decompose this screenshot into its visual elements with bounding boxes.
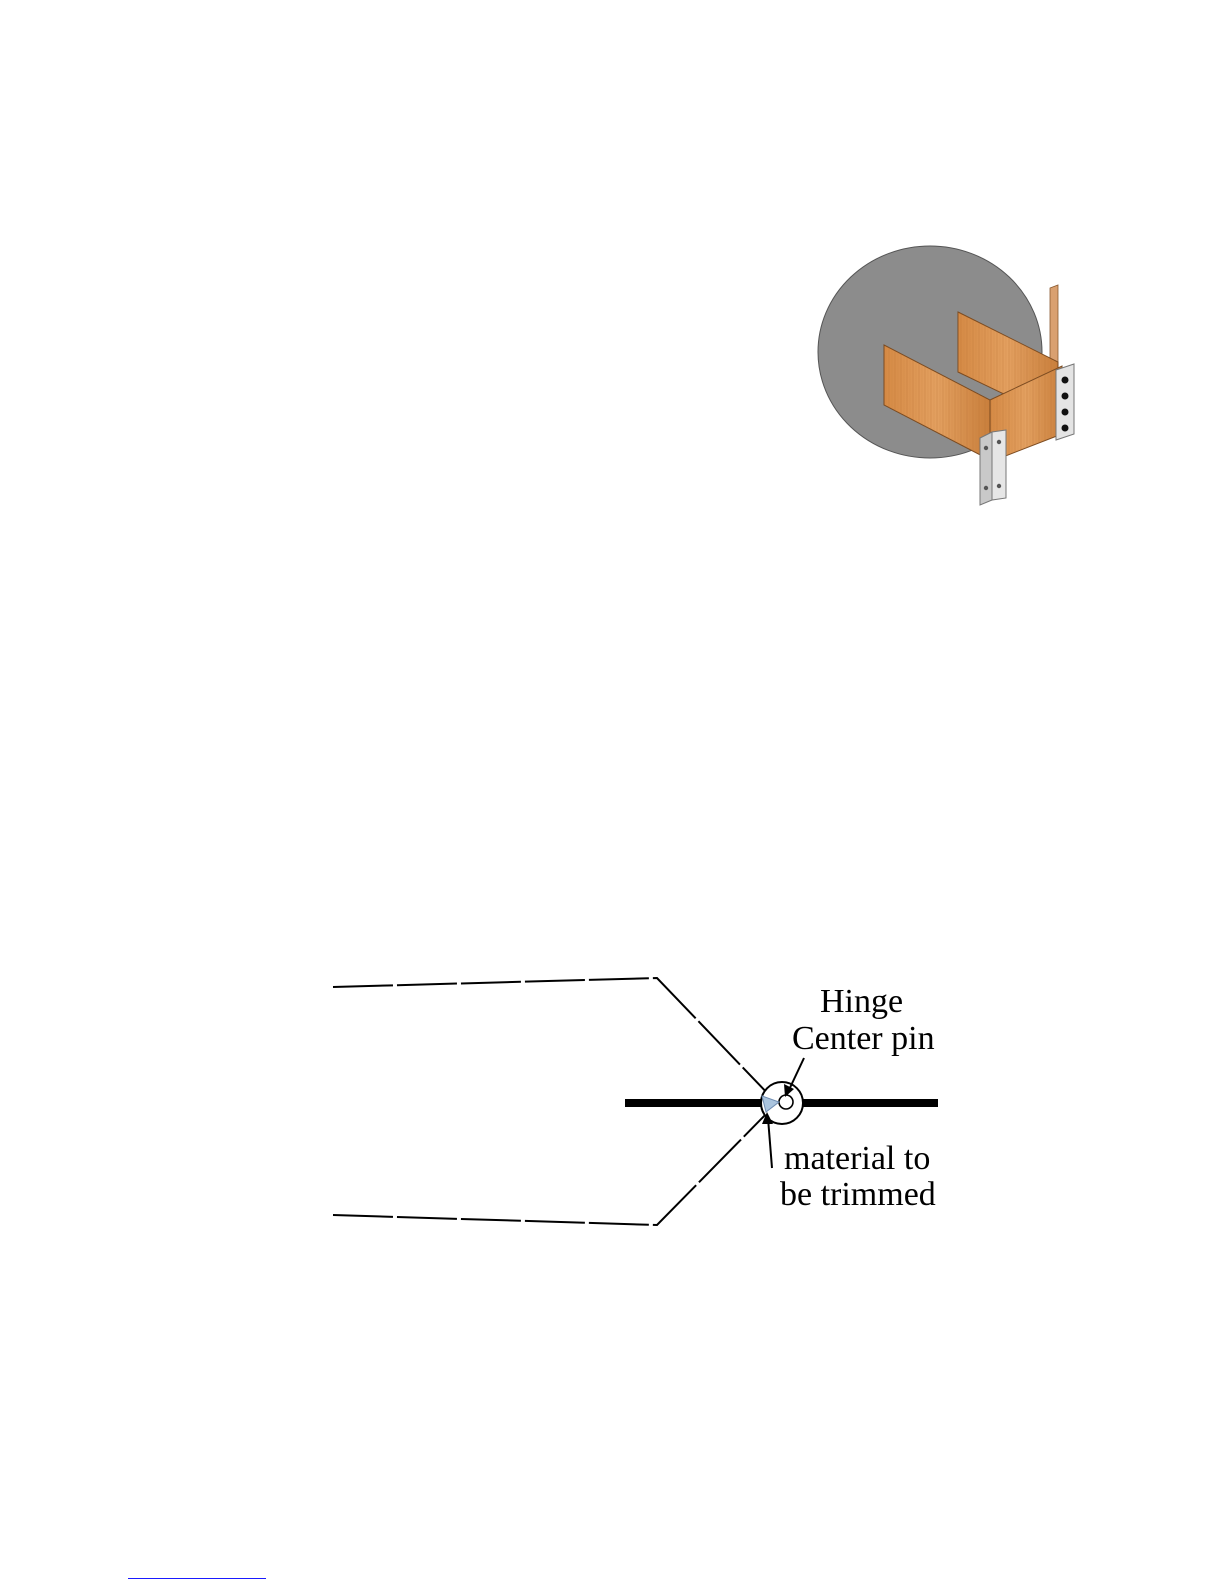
trimmed-label: be trimmed [780,1178,936,1212]
upper-leaf-line [333,978,772,1098]
material-label: material to [784,1142,930,1176]
center-pin-label: Center pin [792,1022,935,1056]
trim-arrow-line [768,1118,772,1168]
center-pin [779,1095,793,1109]
hinge-label: Hinge [820,985,903,1019]
lower-leaf-line [333,1110,770,1225]
footnote-rule [128,1578,266,1579]
